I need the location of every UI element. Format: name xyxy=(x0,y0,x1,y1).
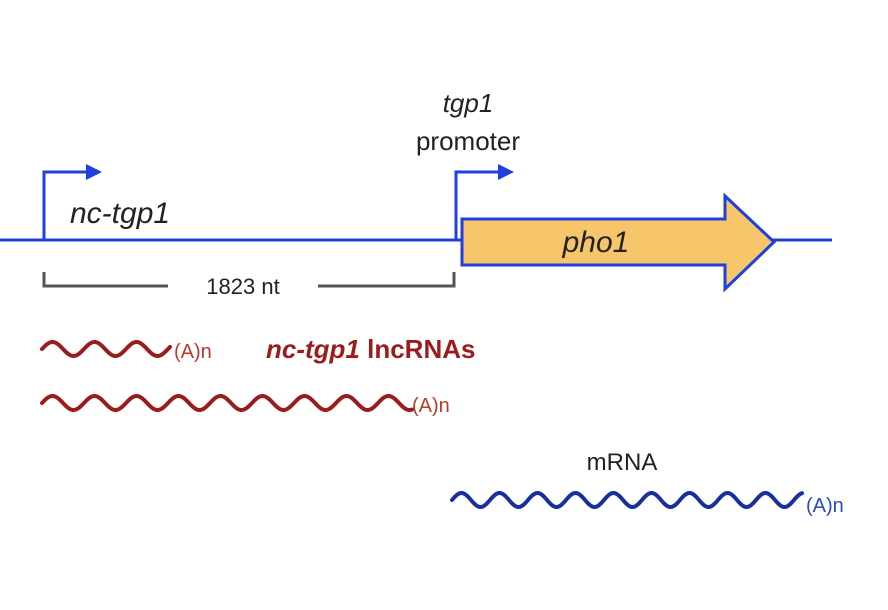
distance-label: 1823 nt xyxy=(206,274,279,299)
lncrna-label: nc-tgp1 lncRNAs xyxy=(266,334,475,364)
pho1-label: pho1 xyxy=(562,226,630,259)
tgp1-promoter-tss-arrow xyxy=(454,164,514,240)
scale-bar xyxy=(42,272,456,288)
nc-tgp1-tss-arrow xyxy=(42,164,102,240)
lncrna-transcript-short xyxy=(40,340,172,358)
polya-tail-3: (A)n xyxy=(806,495,844,517)
pho1-gene-arrow xyxy=(460,192,777,293)
mrna-label: mRNA xyxy=(587,449,658,476)
promoter-label: promoter xyxy=(416,126,520,156)
lncrna-gene-name: nc-tgp1 xyxy=(266,334,360,364)
tgp1-label: tgp1 xyxy=(443,88,494,118)
nc-tgp1-label: nc-tgp1 xyxy=(70,197,170,230)
polya-tail-1: (A)n xyxy=(174,341,212,363)
polya-tail-2: (A)n xyxy=(412,395,450,417)
mrna-transcript xyxy=(450,491,804,509)
lncrna-suffix: lncRNAs xyxy=(360,334,476,364)
lncrna-transcript-long xyxy=(40,394,414,412)
